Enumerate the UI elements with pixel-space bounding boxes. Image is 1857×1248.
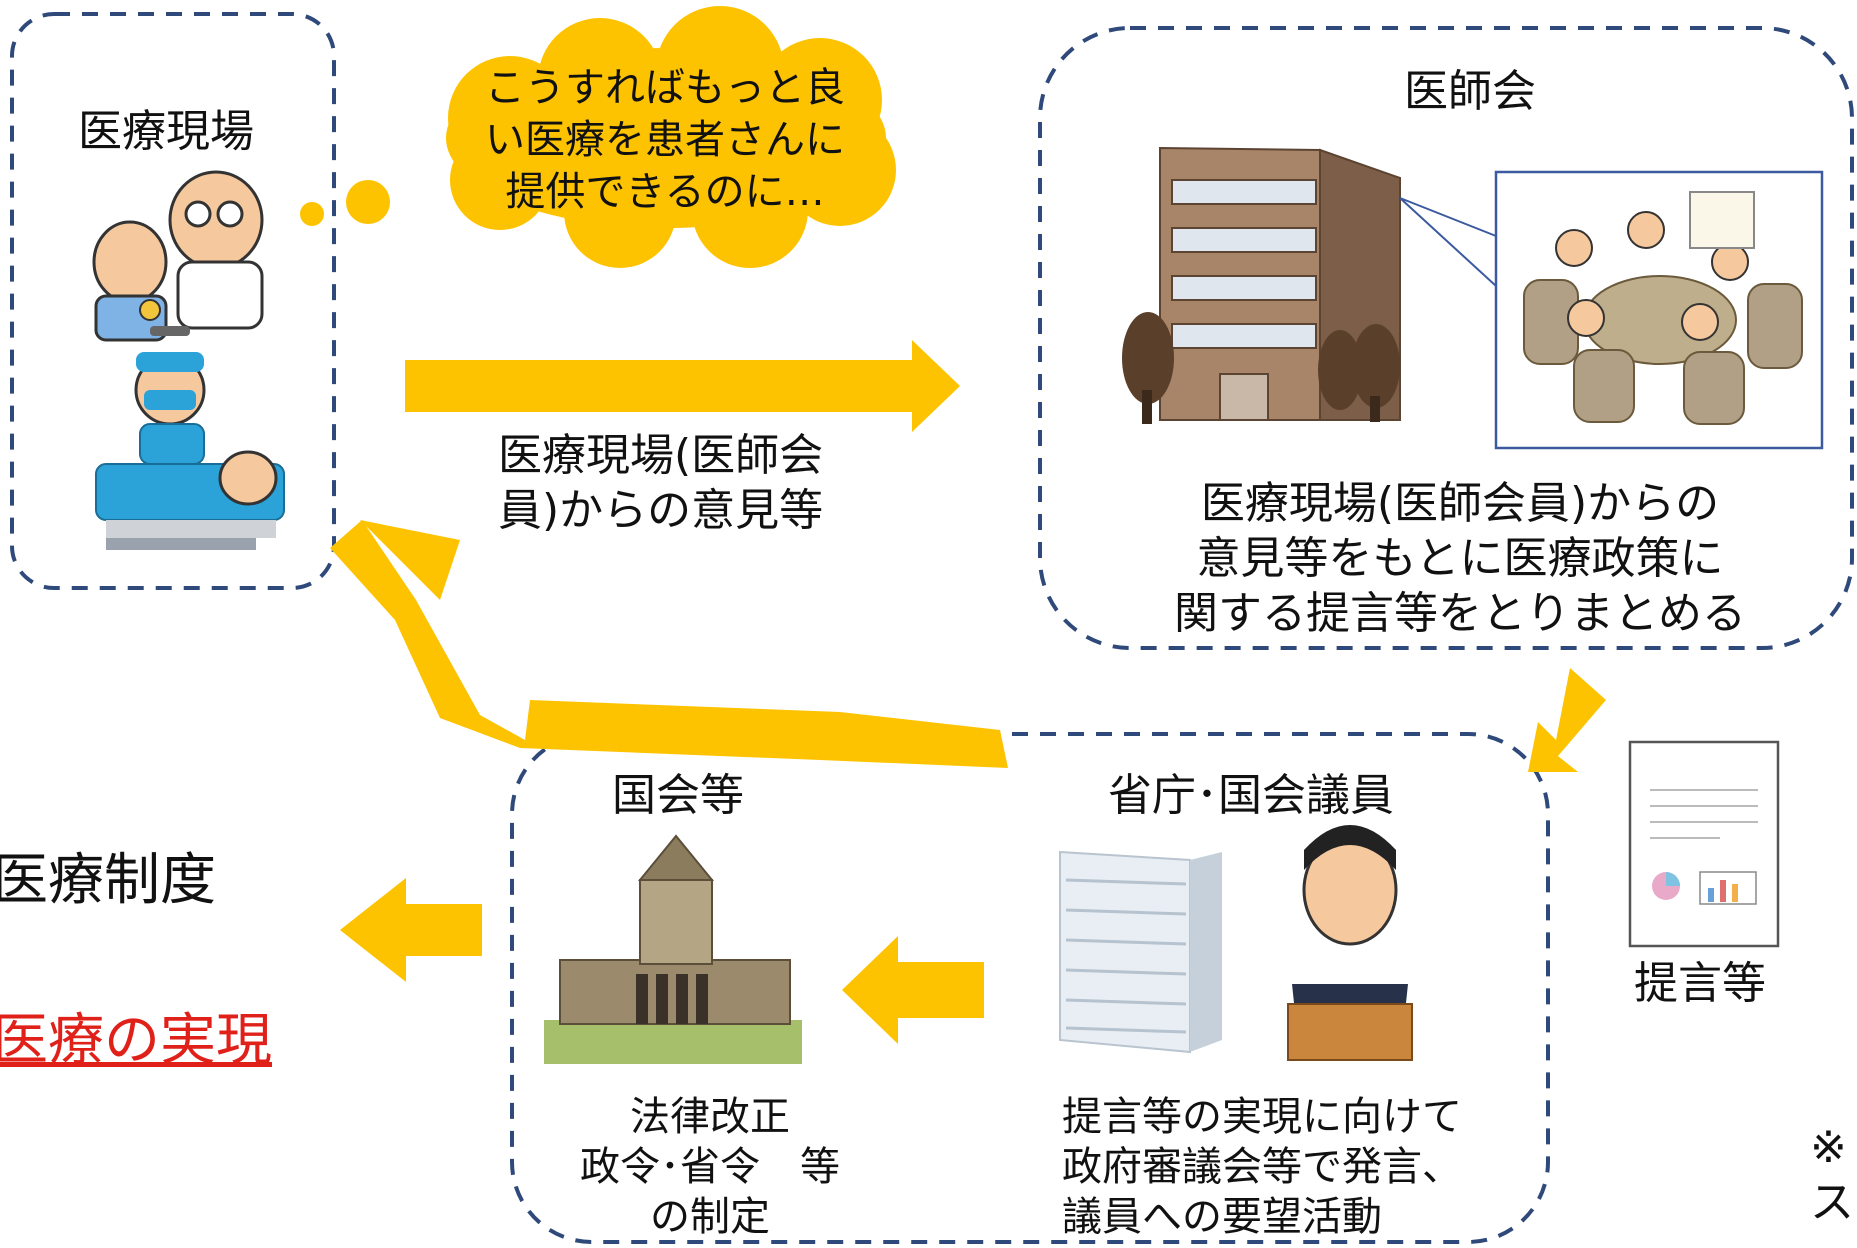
diet-description-line-1: 法律改正 (630, 1094, 790, 1140)
doctor-baby-illustration (92, 170, 264, 342)
meeting-callout-pointer (1399, 197, 1497, 289)
government-description-line-3: 議員への要望活動 (1062, 1194, 1382, 1240)
thought-bubble-line-3: 提供できるのに… (505, 169, 825, 215)
association-description-line-1: 医療現場(医師会員)からの (1200, 478, 1720, 529)
arrow-return-head (360, 520, 460, 600)
politician-illustration (1287, 825, 1413, 1061)
thought-bubble-line-1: こうすればもっと良 (485, 65, 845, 111)
government-title: 省庁･国会議員 (1108, 770, 1394, 821)
association-building-illustration (1122, 146, 1401, 424)
meeting-illustration (1523, 191, 1803, 425)
association-description: 医療現場(医師会員)からの 意見等をもとに医療政策に 関する提言等をとりまとめる (1130, 476, 1790, 641)
arrow-return-to-clinic (330, 520, 1008, 768)
thought-bubble-text: こうすればもっと良 い医療を患者さんに 提供できるのに… (440, 62, 890, 218)
government-description-line-2: 政府審議会等で発言、 (1062, 1144, 1462, 1190)
diet-description-line-2: 政令･省令 等 (580, 1144, 840, 1190)
proposal-document-icon (1628, 740, 1780, 948)
clinic-title: 医療現場 (78, 106, 254, 157)
outcome-line-1: 医療制度 (0, 848, 216, 913)
association-description-line-3: 関する提言等をとりまとめる (1174, 588, 1746, 639)
opinion-arrow-label-line-1: 医療現場(医師会 (498, 430, 824, 481)
proposal-document-label: 提言等 (1634, 958, 1766, 1009)
government-group-border (510, 732, 1550, 1244)
arrow-government-to-diet (842, 936, 984, 1044)
diet-building-illustration (544, 834, 802, 1064)
government-office-illustration (1059, 850, 1222, 1054)
corner-note-line-1: ※ (1810, 1122, 1847, 1173)
association-title: 医師会 (1404, 66, 1536, 117)
government-description: 提言等の実現に向けて 政府審議会等で発言、 議員への要望活動 (1062, 1092, 1462, 1242)
thought-bubble-line-2: い医療を患者さんに (485, 117, 845, 163)
diet-description: 法律改正 政令･省令 等 の制定 (560, 1092, 860, 1242)
thought-bubble-cloud (300, 6, 896, 268)
corner-note: ※ ス (1810, 1120, 1854, 1230)
opinion-arrow-label: 医療現場(医師会 員)からの意見等 (498, 428, 823, 538)
association-description-line-2: 意見等をもとに医療政策に (1196, 533, 1724, 584)
association-group-border (1038, 26, 1854, 650)
arrow-diet-to-outcome (340, 878, 482, 982)
arrow-clinic-to-association (405, 340, 960, 432)
government-description-line-1: 提言等の実現に向けて (1062, 1094, 1462, 1140)
diet-title: 国会等 (612, 770, 744, 821)
corner-note-line-2: ス (1810, 1177, 1854, 1228)
diet-description-line-3: の制定 (650, 1194, 770, 1240)
outcome-line-2: 医療の実現 (0, 1008, 272, 1073)
opinion-arrow-label-line-2: 員)からの意見等 (498, 485, 824, 536)
surgeon-illustration (95, 352, 285, 550)
arrow-association-to-government (1528, 668, 1606, 772)
clinic-group-border (10, 12, 336, 590)
